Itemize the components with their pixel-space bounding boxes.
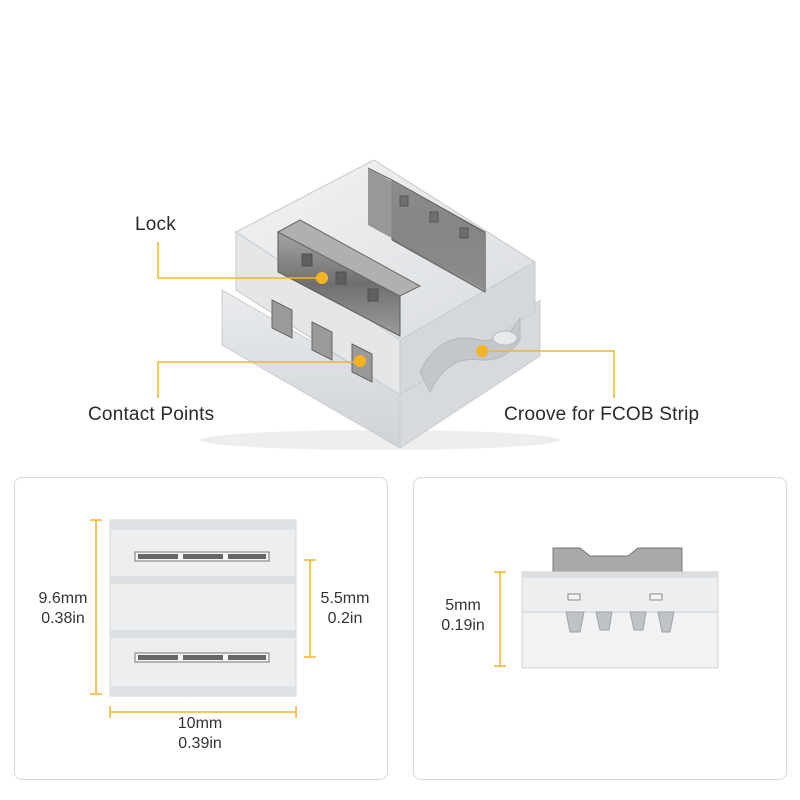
width-mm: 10mm — [177, 715, 223, 732]
height-in: 0.38in — [41, 610, 85, 627]
lock-callout-line — [157, 242, 322, 279]
lock-label: Lock — [135, 214, 176, 235]
width-dimension-label: 10mm 0.39in — [160, 714, 240, 754]
width-in: 0.39in — [178, 735, 222, 752]
groove-callout-line — [482, 350, 615, 398]
depth-mm: 5mm — [445, 597, 481, 614]
groove-callout-dot — [476, 345, 488, 357]
height-dimension-label: 9.6mm 0.38in — [28, 589, 98, 629]
lock-callout-dot — [316, 272, 328, 284]
groove-label: Croove for FCOB Strip — [504, 404, 700, 425]
inner-mm: 5.5mm — [320, 590, 370, 607]
strip-groove — [419, 316, 521, 394]
depth-dimension-label: 5mm 0.19in — [432, 596, 494, 636]
contact-points-label: Contact Points — [88, 404, 215, 425]
contact-callout-dot — [354, 355, 366, 367]
inner-in: 0.2in — [327, 610, 363, 627]
connector-3d-illustration — [157, 159, 615, 450]
connector-shadow — [200, 430, 560, 450]
contact-callout-line — [157, 361, 360, 398]
contact-pins — [271, 299, 373, 383]
depth-in: 0.19in — [441, 617, 485, 634]
height-mm: 9.6mm — [38, 590, 88, 607]
inner-dimension-label: 5.5mm 0.2in — [310, 589, 380, 629]
groove-hole — [492, 330, 518, 346]
